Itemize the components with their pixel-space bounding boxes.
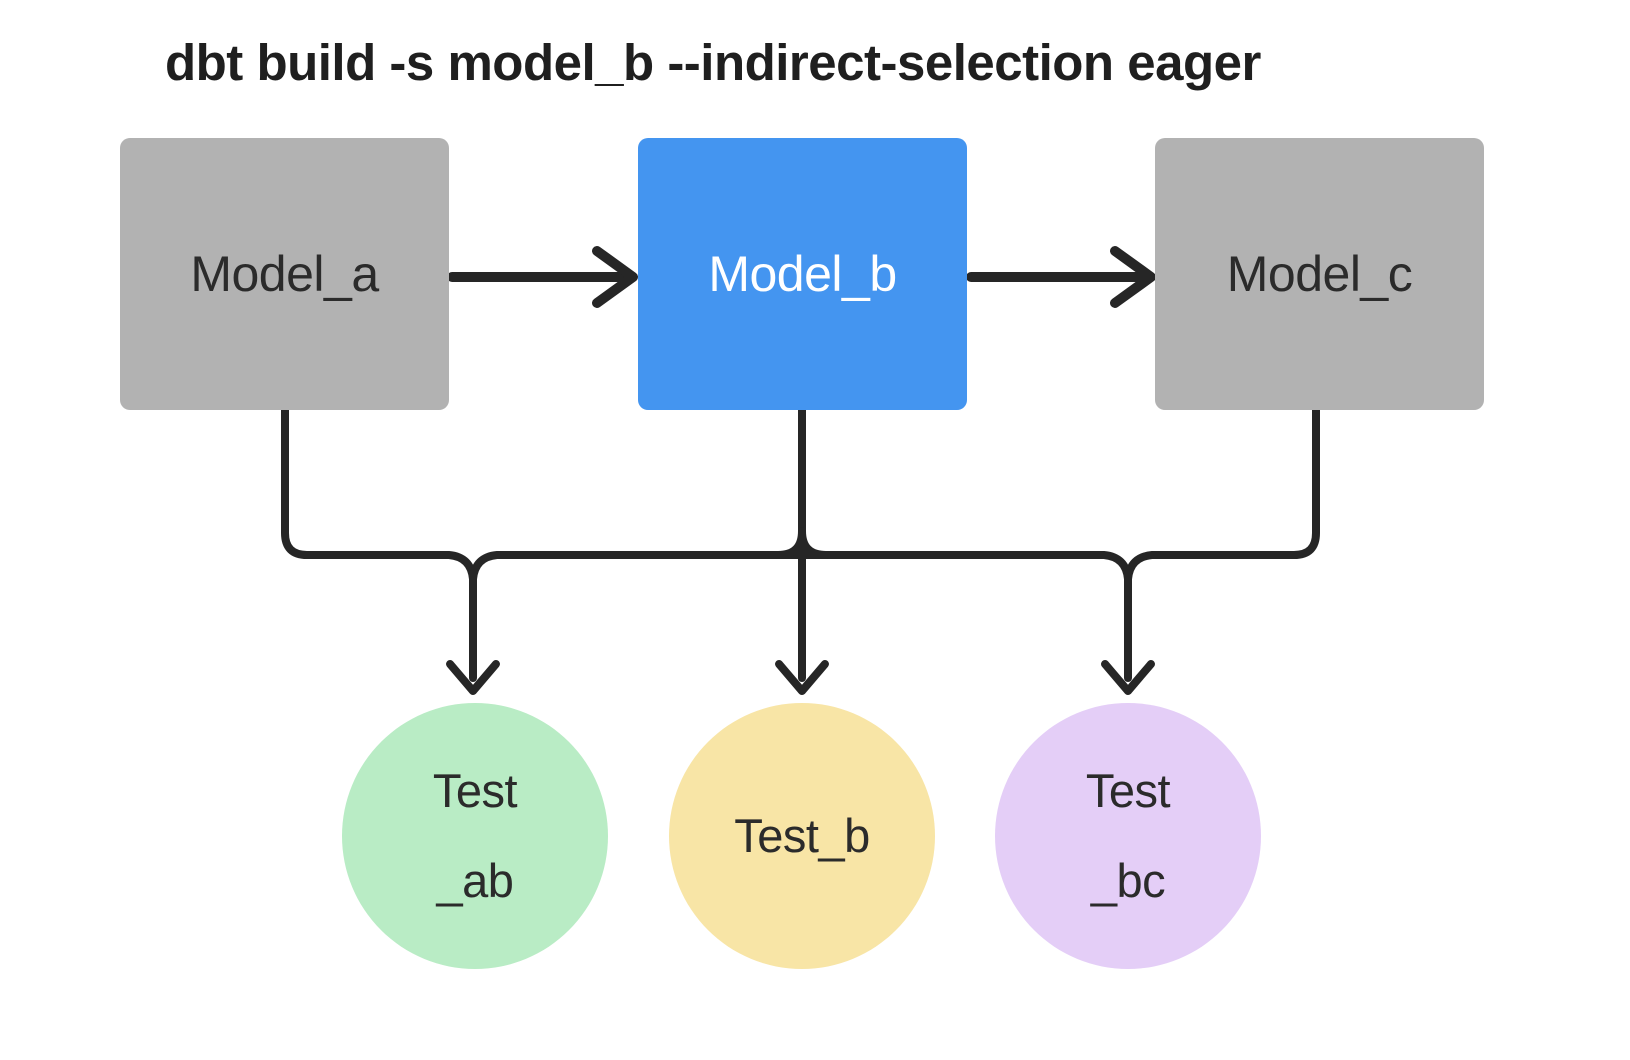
node-test-b: Test_b — [669, 703, 935, 969]
node-test-ab-label-line1: Test — [432, 764, 518, 817]
node-model-a: Model_a — [120, 138, 449, 410]
node-test-ab-label-line2: _ab — [436, 854, 514, 907]
node-model-c-label: Model_c — [1226, 246, 1413, 302]
edge-test-ab-arrowhead-icon — [446, 660, 500, 695]
edge-test-bc-arrowhead-icon — [1101, 660, 1155, 695]
node-test-bc-label-line1: Test — [1085, 764, 1171, 817]
node-model-b-label: Model_b — [708, 246, 897, 302]
node-test-bc: Test _bc — [995, 703, 1261, 969]
node-test-b-label-line1: Test_b — [734, 809, 870, 862]
edge-model-c-to-bus — [1124, 406, 1320, 583]
edge-test-b-arrowhead-icon — [775, 660, 829, 695]
edge-model-b-to-model-c-arrowhead-icon — [1110, 246, 1156, 308]
diagram-title: dbt build -s model_b --indirect-selectio… — [165, 34, 1261, 91]
node-test-bc-label-line2: _bc — [1090, 854, 1166, 907]
edge-junction-fillet-right — [798, 527, 830, 559]
edge-model-a-to-test-ab — [281, 406, 477, 682]
node-test-ab: Test _ab — [342, 703, 608, 969]
edge-model-a-to-model-b-arrowhead-icon — [592, 246, 638, 308]
node-model-a-label: Model_a — [190, 246, 379, 302]
node-model-b: Model_b — [638, 138, 967, 410]
node-model-c: Model_c — [1155, 138, 1484, 410]
